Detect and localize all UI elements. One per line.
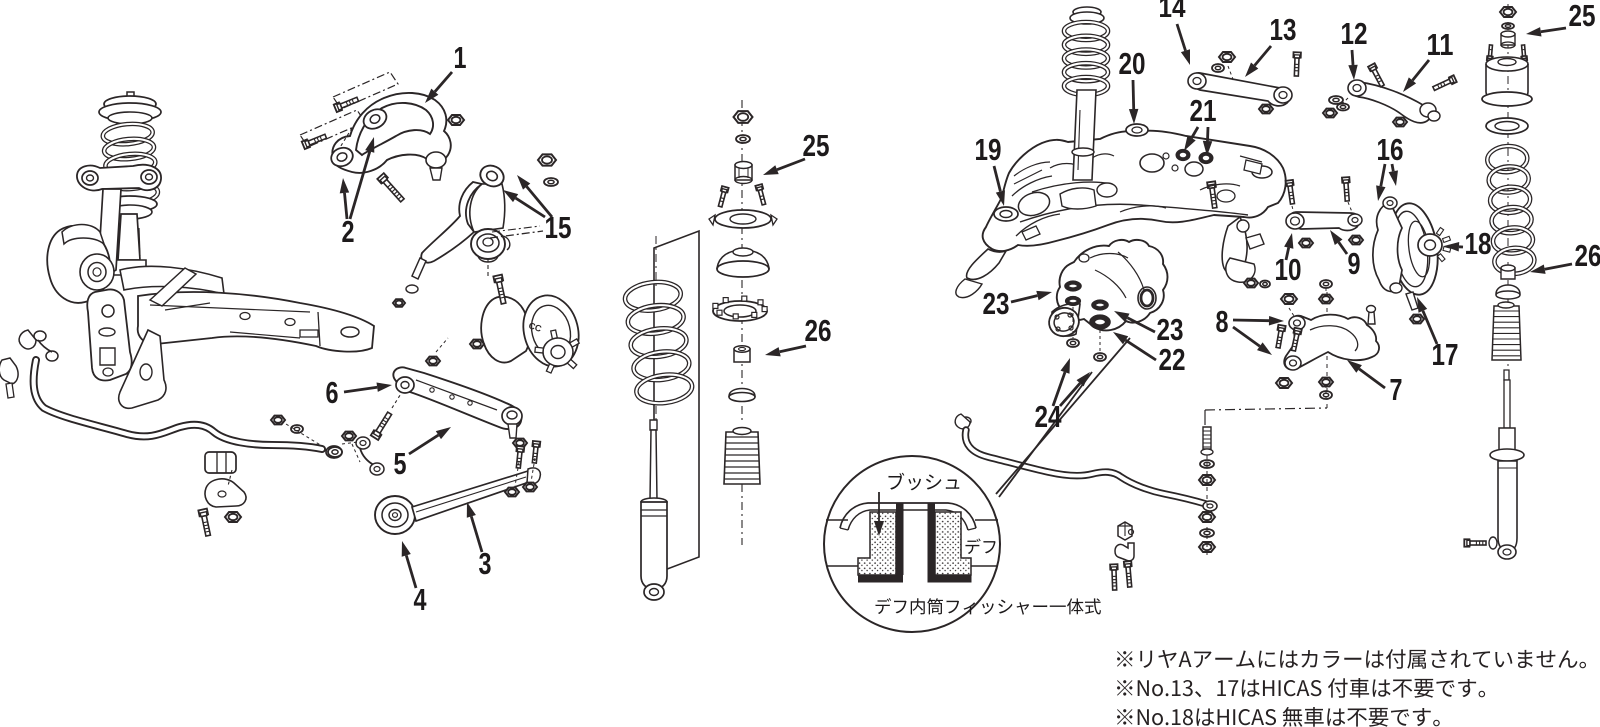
svg-text:5: 5: [394, 446, 407, 481]
svg-text:19: 19: [975, 132, 1002, 167]
svg-text:26: 26: [805, 313, 832, 348]
svg-text:14: 14: [1159, 0, 1186, 24]
svg-text:15: 15: [545, 210, 572, 245]
svg-text:10: 10: [1275, 252, 1302, 287]
svg-text:11: 11: [1427, 27, 1454, 62]
svg-text:4: 4: [414, 582, 428, 617]
svg-text:21: 21: [1190, 93, 1217, 128]
svg-text:CC: CC: [527, 320, 543, 334]
svg-text:13: 13: [1270, 12, 1297, 47]
svg-text:26: 26: [1575, 238, 1600, 273]
svg-text:22: 22: [1159, 342, 1186, 377]
svg-text:7: 7: [1390, 372, 1403, 407]
svg-text:3: 3: [479, 546, 492, 581]
svg-text:24: 24: [1035, 399, 1063, 434]
svg-text:8: 8: [1216, 304, 1229, 339]
svg-text:6: 6: [326, 375, 339, 410]
svg-text:1: 1: [454, 40, 467, 75]
svg-text:18: 18: [1465, 226, 1492, 261]
svg-text:9: 9: [1348, 246, 1361, 281]
svg-text:20: 20: [1119, 46, 1146, 81]
svg-text:25: 25: [1569, 0, 1596, 33]
svg-text:2: 2: [342, 214, 355, 249]
svg-text:23: 23: [1157, 312, 1184, 347]
svg-text:16: 16: [1377, 132, 1404, 167]
svg-text:12: 12: [1341, 16, 1368, 51]
svg-text:23: 23: [983, 286, 1010, 321]
svg-text:25: 25: [803, 128, 830, 163]
